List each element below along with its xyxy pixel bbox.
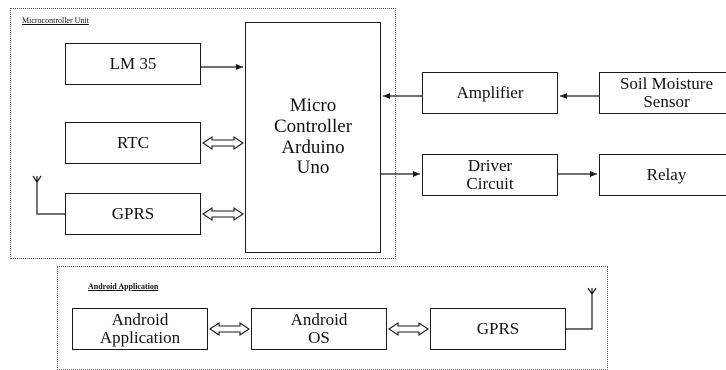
microcontroller-unit-group bbox=[10, 8, 396, 259]
gprs-block-top: GPRS bbox=[65, 193, 201, 235]
amplifier-block: Amplifier bbox=[422, 72, 558, 114]
driver-circuit-block: Driver Circuit bbox=[422, 154, 558, 196]
android-application-block: Android Application bbox=[72, 308, 208, 350]
android-application-title: Android Application bbox=[88, 282, 159, 291]
lm35-block: LM 35 bbox=[65, 43, 201, 85]
soil-moisture-sensor-block: Soil Moisture Sensor bbox=[599, 72, 726, 114]
rtc-block: RTC bbox=[65, 122, 201, 164]
relay-block: Relay bbox=[599, 154, 726, 196]
gprs-block-bottom: GPRS bbox=[430, 308, 566, 350]
microcontroller-block: Micro Controller Arduino Uno bbox=[245, 22, 381, 253]
microcontroller-unit-title: Microcontroller Unit bbox=[22, 16, 89, 25]
android-os-block: Android OS bbox=[251, 308, 387, 350]
